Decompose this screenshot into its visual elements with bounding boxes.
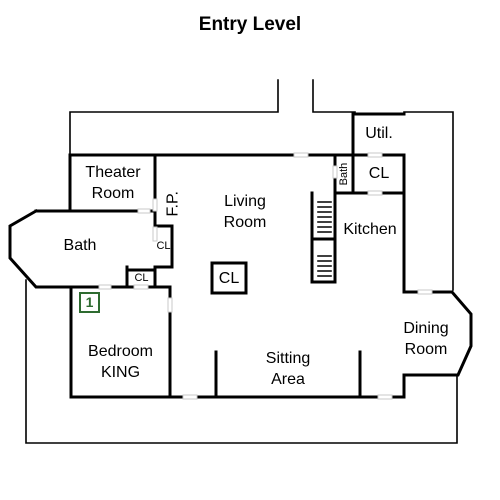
bedroom-number-badge: 1 xyxy=(79,292,100,313)
stairs xyxy=(317,201,332,277)
room-kitchen: Kitchen xyxy=(343,221,397,238)
doors xyxy=(98,152,433,400)
room-closet-small-2: CL xyxy=(134,272,149,284)
room-bath-small: Bath xyxy=(338,162,350,186)
room-dining: Dining Room xyxy=(403,320,449,358)
room-fireplace: F.P. xyxy=(164,191,182,217)
room-utility: Util. xyxy=(365,125,393,142)
room-closet-top: CL xyxy=(368,165,390,182)
room-bath: Bath xyxy=(63,237,97,254)
room-theater: Theater Room xyxy=(85,164,141,202)
room-closet-small-1: CL xyxy=(156,240,171,252)
plan-title: Entry Level xyxy=(198,14,302,35)
room-closet-center: CL xyxy=(218,270,240,287)
room-living: Living Room xyxy=(223,193,267,231)
outer-boundary xyxy=(25,79,458,444)
room-sitting-area: Sitting Area xyxy=(265,350,311,388)
room-bedroom: Bedroom KING xyxy=(88,343,153,381)
